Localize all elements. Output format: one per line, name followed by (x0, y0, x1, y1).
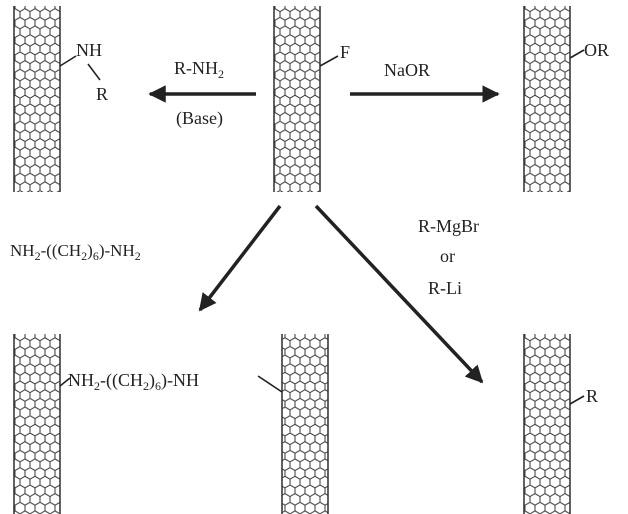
bond-diamine-right (257, 375, 283, 393)
nanotube-top-center (273, 6, 321, 192)
bond-alkoxy (569, 49, 585, 59)
bond-diamine-left (59, 377, 71, 387)
amine-product-nh-label: NH (76, 40, 102, 60)
nanotube-top-right (523, 6, 571, 192)
bond-amine-top (59, 55, 77, 67)
arrow-to-diamine-product (198, 204, 282, 312)
nanotube-bottom-left (13, 334, 61, 514)
reagent-base-label: (Base) (176, 108, 223, 129)
amine-product-r-label: R (96, 84, 108, 104)
alkyl-product-label: R (586, 386, 598, 406)
arrow-to-alkyl-product (314, 204, 484, 384)
alkoxy-product-label: OR (584, 40, 609, 60)
reagent-grignard-label: R-MgBr (418, 216, 479, 236)
diamine-product-label: NH2-((CH2)6)-NH (68, 370, 199, 393)
bond-alkyl (569, 395, 585, 405)
reagent-alkoxide-label: NaOR (384, 60, 430, 80)
fluorine-label: F (340, 42, 350, 62)
reagent-or-label: or (440, 246, 455, 266)
nanotube-top-left (13, 6, 61, 192)
nanotube-bottom-middle (281, 334, 329, 514)
nanotube-bottom-right (523, 334, 571, 514)
bond-fluorine (319, 55, 339, 67)
reagent-amine-label: R-NH2 (174, 58, 224, 81)
bond-nh-r (87, 63, 101, 81)
reagent-organolithium-label: R-Li (428, 278, 462, 298)
reagent-diamine-label: NH2-((CH2)6)-NH2 (10, 241, 141, 263)
